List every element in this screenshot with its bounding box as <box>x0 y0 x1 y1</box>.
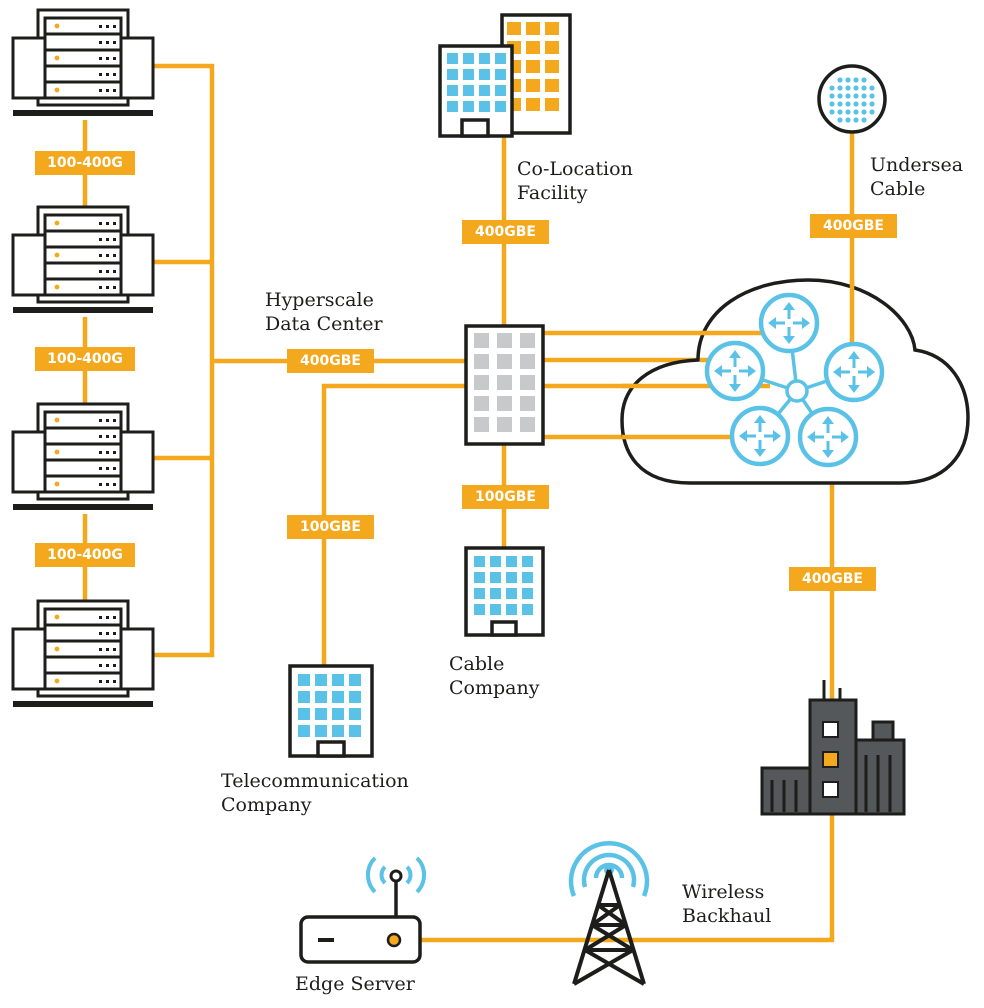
undersea-cable-icon <box>817 64 887 134</box>
hyperscale-label: Hyperscale Data Center <box>265 289 383 335</box>
link-badge-cable: 100GBE <box>462 485 549 509</box>
router-icon-1 <box>761 295 817 351</box>
link-badge-hyperscale: 400GBE <box>287 349 374 373</box>
server-rack-1 <box>11 8 155 122</box>
server-rack-3 <box>11 402 155 516</box>
telecom-label: Telecommunication Company <box>221 770 409 816</box>
link-badge-metro: 400GBE <box>789 567 876 591</box>
telecom-building-icon <box>288 664 374 758</box>
wireless-backhaul-label: Wireless Backhaul <box>682 881 772 927</box>
link-badge-rack-3-4: 100-400G <box>35 543 135 567</box>
undersea-label: Undersea Cable <box>870 154 964 200</box>
link-badge-telecom: 100GBE <box>287 515 374 539</box>
link-badge-undersea: 400GBE <box>810 214 897 238</box>
metro-building-icon <box>760 680 906 816</box>
server-rack-2 <box>11 205 155 319</box>
link-badge-colocation: 400GBE <box>462 220 549 244</box>
router-icon-3 <box>826 344 882 400</box>
router-icon-5 <box>800 409 856 465</box>
cable-company-label: Cable Company <box>449 653 540 699</box>
server-rack-4 <box>11 599 155 713</box>
link-badge-rack-2-3: 100-400G <box>35 347 135 371</box>
edge-server-icon <box>299 856 427 964</box>
edge-server-label: Edge Server <box>295 973 415 995</box>
colocation-building-icon <box>438 13 572 138</box>
link-badge-rack-1-2: 100-400G <box>35 151 135 175</box>
switch-icon <box>464 324 545 446</box>
cable-company-building-icon <box>464 546 545 637</box>
router-icon-4 <box>732 408 788 464</box>
colocation-label: Co-Location Facility <box>517 158 633 204</box>
router-icon-2 <box>707 343 763 399</box>
cell-tower-icon <box>568 840 650 986</box>
